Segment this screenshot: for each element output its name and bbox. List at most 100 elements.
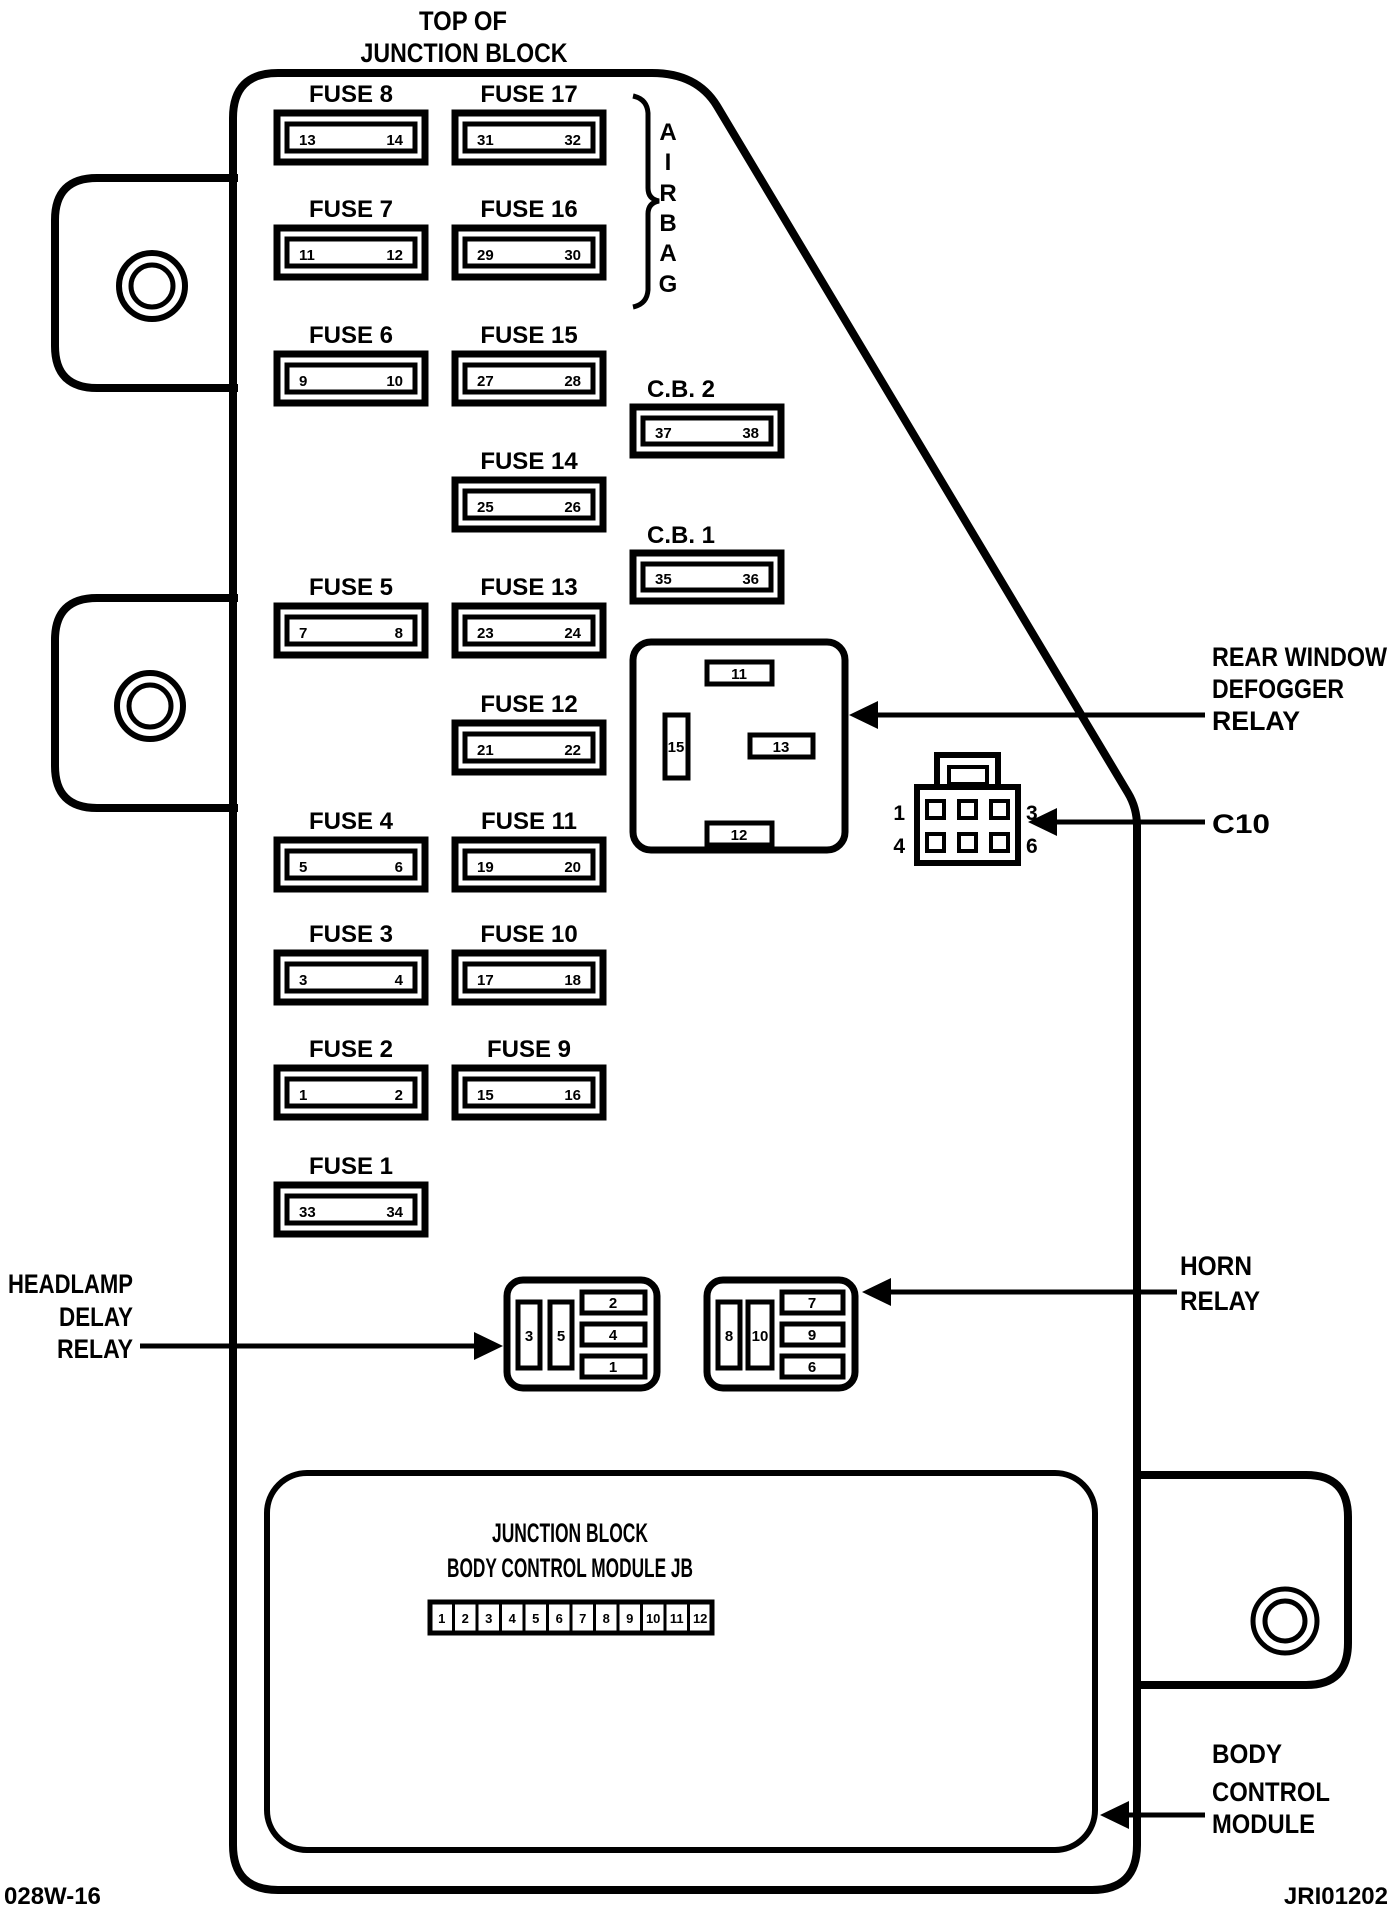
fuse-label: FUSE 6 — [309, 322, 393, 349]
arrow-right-icon — [474, 1332, 503, 1360]
relay-pin-number: 12 — [731, 827, 748, 844]
bcm-label-line1: BODY — [1212, 1739, 1282, 1769]
relay-pin-number: 1 — [609, 1359, 617, 1376]
mounting-tab-right — [1133, 1471, 1352, 1689]
fuse-label: FUSE 15 — [480, 322, 577, 349]
relay-pin-number: 9 — [808, 1327, 816, 1344]
diagram-title-line2: JUNCTION BLOCK — [361, 38, 568, 68]
connector-latch-slot — [947, 765, 989, 786]
fuse-inner-box — [640, 415, 774, 447]
fuse-slot-7: FUSE 7 11 12 — [273, 196, 429, 281]
fuse-inner-box — [284, 1076, 418, 1109]
mounting-tab-upper — [51, 174, 238, 392]
airbag-group: A I R B A G — [632, 93, 678, 310]
fuse-outer-box — [451, 476, 607, 533]
fuse-label: FUSE 16 — [480, 196, 577, 223]
relay-pin-number: 13 — [773, 739, 790, 756]
fuse-slot-12: FUSE 12 21 22 — [451, 691, 607, 776]
connector-pin-number: 1 — [893, 802, 905, 825]
connector-pin-number: 6 — [1026, 835, 1038, 858]
terminal-number: 9 — [626, 1611, 633, 1626]
fuse-outer-box — [629, 403, 785, 459]
fuse-terminal-right: 38 — [742, 425, 759, 442]
relay-pin — [579, 1289, 648, 1316]
fuse-terminal-right: 28 — [564, 373, 581, 390]
fuse-slot-14: FUSE 14 25 26 — [451, 448, 607, 533]
fuse-label: FUSE 3 — [309, 921, 393, 948]
fuse-inner-box — [284, 848, 418, 881]
headlamp-label-line2: DELAY — [59, 1302, 133, 1332]
relay-pin — [579, 1321, 648, 1348]
fuse-outer-box — [273, 1064, 429, 1121]
fuse-terminal-right: 4 — [395, 972, 404, 989]
arrow-left-icon — [1028, 808, 1057, 836]
fuse-terminal-right: 30 — [564, 247, 581, 264]
terminal-number: 1 — [438, 1611, 445, 1626]
fuse-outer-box — [451, 1064, 607, 1121]
terminal-number: 10 — [646, 1611, 660, 1626]
fuse-outer-box — [629, 549, 785, 605]
airbag-letter: G — [659, 271, 678, 298]
diagram-title-line1: TOP OF — [419, 6, 507, 36]
fuse-slot-1: FUSE 1 33 34 — [273, 1153, 429, 1238]
fuse-inner-box — [462, 362, 596, 395]
terminal-number: 8 — [603, 1611, 610, 1626]
bolt-hole-inner-icon — [128, 262, 176, 310]
fuse-slot-5: FUSE 5 7 8 — [273, 574, 429, 659]
relay-pin-number: 6 — [808, 1359, 816, 1376]
fuse-outer-box — [273, 836, 429, 893]
fuse-slot-9: FUSE 9 15 16 — [451, 1036, 607, 1121]
connector-pin-number: 4 — [893, 835, 905, 858]
relay-pin-number: 10 — [752, 1328, 769, 1345]
fuse-inner-box — [284, 614, 418, 647]
arrow-left-icon — [1100, 1801, 1129, 1829]
fuse-terminal-right: 22 — [564, 742, 581, 759]
fuse-label: FUSE 17 — [480, 81, 577, 108]
bolt-hole-icon — [114, 670, 186, 742]
arrow-left-icon — [862, 1278, 891, 1306]
connector-body — [914, 784, 1021, 866]
relay-pin — [704, 659, 775, 687]
fuse-slot-4: FUSE 4 5 6 — [273, 808, 429, 893]
figure-code-right: JRI01202 — [1284, 1883, 1388, 1910]
figure-code-left: 028W-16 — [4, 1883, 101, 1910]
fuse-terminal-right: 2 — [395, 1087, 403, 1104]
fuse-label: FUSE 14 — [480, 448, 578, 475]
airbag-brace-icon — [632, 93, 660, 310]
fuse-terminal-left: 29 — [477, 247, 494, 264]
fuse-label: FUSE 7 — [309, 196, 393, 223]
bolt-hole-inner-icon — [126, 682, 174, 730]
fuse-outer-box — [273, 109, 429, 166]
terminal-number: 7 — [579, 1611, 586, 1626]
bcm-label-line3: MODULE — [1212, 1809, 1315, 1839]
fuse-inner-box — [284, 236, 418, 269]
fuse-terminal-left: 11 — [299, 247, 315, 264]
airbag-letter: B — [659, 210, 676, 237]
fuse-inner-box — [462, 236, 596, 269]
fuse-outer-box — [451, 109, 607, 166]
bolt-hole-icon — [116, 250, 188, 322]
horn-relay: 8 10 7 9 6 — [703, 1276, 859, 1392]
c10-label: C10 — [1212, 809, 1270, 839]
fuse-terminal-left: 7 — [299, 625, 307, 642]
terminal-number: 4 — [509, 1611, 517, 1626]
fuse-slot-6: FUSE 6 9 10 — [273, 322, 429, 407]
airbag-letter: I — [665, 149, 672, 176]
fuse-terminal-right: 24 — [564, 625, 581, 642]
fuse-outer-box — [273, 949, 429, 1006]
fuse-slot-17: FUSE 17 31 32 — [451, 81, 607, 166]
terminal-number: 2 — [462, 1611, 469, 1626]
fuse-label: FUSE 5 — [309, 574, 393, 601]
fuse-slot-16: FUSE 16 29 30 — [451, 196, 607, 281]
fuse-terminal-right: 20 — [564, 859, 581, 876]
headlamp-delay-relay: 3 5 2 4 1 — [503, 1276, 661, 1392]
fuse-slot-3: FUSE 3 3 4 — [273, 921, 429, 1006]
fuse-terminal-right: 16 — [564, 1087, 581, 1104]
fuse-terminal-left: 35 — [655, 571, 672, 588]
fuse-slot-2: FUSE 2 1 2 — [273, 1036, 429, 1121]
fuse-slot-10: FUSE 10 17 18 — [451, 921, 607, 1006]
connector-cavity — [957, 799, 978, 820]
fuse-slot-11: FUSE 11 19 20 — [451, 808, 607, 893]
bcm-jb-label-line2: BODY CONTROL MODULE JB — [447, 1553, 693, 1583]
relay-pin — [515, 1299, 543, 1371]
